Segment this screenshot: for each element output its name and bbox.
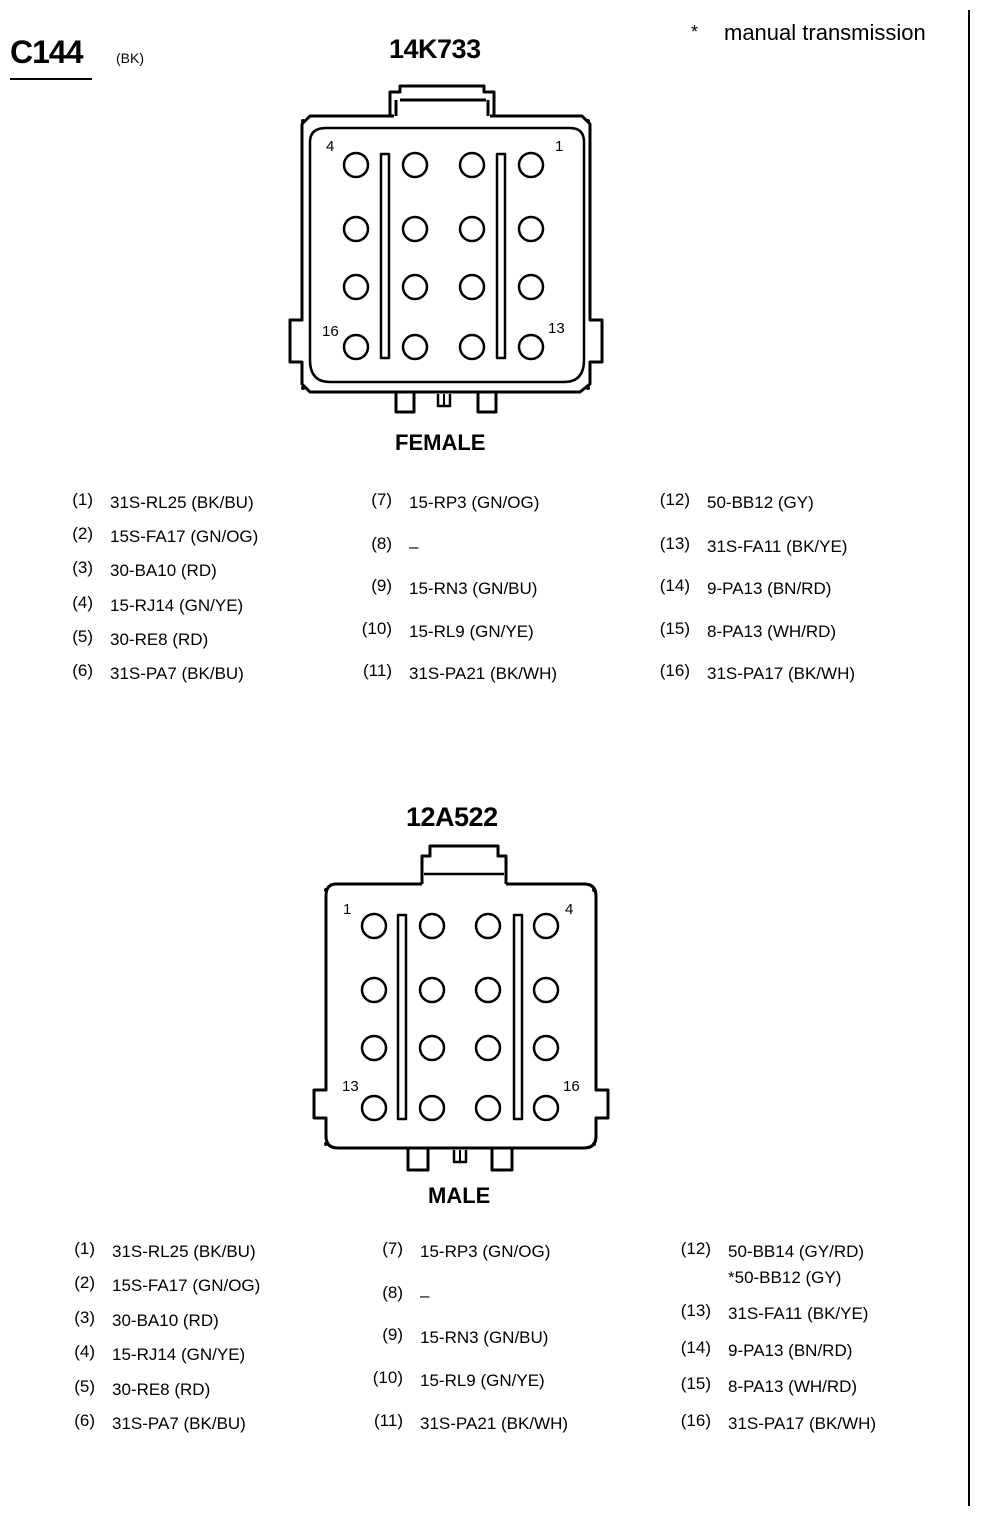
pin-number: (8) — [382, 1283, 403, 1302]
pin-number: (7) — [382, 1239, 403, 1258]
pin-number: (10) — [372, 1368, 403, 1387]
pin-circuit: – — [409, 537, 419, 556]
pin-circuit: 30-BA10 (RD) — [112, 1311, 219, 1330]
pin-circuit: 50-BB12 (GY) — [707, 493, 814, 512]
pin-number: (2) — [74, 1273, 95, 1292]
pin-circuit: 31S-PA7 (BK/BU) — [112, 1414, 246, 1433]
pin-number: (6) — [74, 1411, 95, 1430]
pin-number: (9) — [382, 1325, 403, 1344]
pin-number: (15) — [680, 1374, 711, 1393]
pin-number: (6) — [72, 661, 93, 680]
pin-number: (8) — [371, 534, 392, 553]
pin-circuit: – — [420, 1286, 430, 1305]
pin-circuit: 31S-PA17 (BK/WH) — [728, 1414, 877, 1433]
pin-circuit: 30-BA10 (RD) — [110, 561, 217, 580]
male-cavity-label-top-right: 4 — [565, 901, 573, 918]
male-connector-face: 1 4 13 16 — [312, 844, 610, 1172]
pin-circuit: 15-RJ14 (GN/YE) — [112, 1345, 246, 1364]
male-cavity-label-bottom-left: 13 — [342, 1078, 359, 1095]
female-cavity-label-bottom-right: 13 — [548, 320, 565, 337]
pin-circuit: 15-RJ14 (GN/YE) — [110, 596, 244, 615]
pin-number: (1) — [74, 1239, 95, 1258]
connector-color: (BK) — [116, 50, 144, 66]
pin-number: (9) — [371, 576, 392, 595]
page-border-line — [968, 10, 970, 1506]
pin-number: (4) — [72, 593, 93, 612]
connector-id-underline — [10, 78, 92, 80]
pin-number: (4) — [74, 1342, 95, 1361]
pin-circuit: 15-RL9 (GN/YE) — [420, 1371, 545, 1390]
pin-circuit: 30-RE8 (RD) — [112, 1380, 211, 1399]
pin-number: (2) — [72, 524, 93, 543]
male-part-number: 12A522 — [406, 802, 498, 832]
pin-circuit: 15-RN3 (GN/BU) — [409, 579, 538, 598]
pin-circuit: 31S-RL25 (BK/BU) — [112, 1242, 256, 1261]
pin-circuit: 8-PA13 (WH/RD) — [707, 622, 837, 641]
connector-id: C144 — [10, 34, 83, 70]
pin-number: (13) — [659, 534, 690, 553]
pin-circuit: 15-RP3 (GN/OG) — [409, 493, 540, 512]
female-cavity-label-bottom-left: 16 — [322, 323, 339, 340]
pin-number: (10) — [361, 619, 392, 638]
female-cavity-label-top-right: 1 — [555, 138, 563, 155]
pin-circuit: 9-PA13 (BN/RD) — [707, 579, 832, 598]
pin-number: (14) — [680, 1338, 711, 1357]
female-cavity-label-top-left: 4 — [326, 138, 334, 155]
pin-circuit: 8-PA13 (WH/RD) — [728, 1377, 858, 1396]
pin-circuit: 31S-PA17 (BK/WH) — [707, 664, 856, 683]
pin-number: (11) — [374, 1411, 403, 1430]
pin-number: (13) — [680, 1301, 711, 1320]
pin-circuit: 31S-PA21 (BK/WH) — [420, 1414, 569, 1433]
pin-circuit-alt: *50-BB12 (GY) — [728, 1268, 842, 1287]
pin-number: (16) — [680, 1411, 711, 1430]
pin-number: (12) — [659, 490, 690, 509]
pin-circuit: 50-BB14 (GY/RD)*50-BB12 (GY) — [728, 1242, 865, 1287]
pin-number: (3) — [72, 558, 93, 577]
pin-circuit: 15-RP3 (GN/OG) — [420, 1242, 551, 1261]
female-connector-face: 4 1 16 13 — [288, 84, 604, 414]
pin-circuit: 15S-FA17 (GN/OG) — [110, 527, 259, 546]
pin-circuit: 15-RL9 (GN/YE) — [409, 622, 534, 641]
pin-circuit: 15S-FA17 (GN/OG) — [112, 1276, 261, 1295]
pin-circuit: 31S-FA11 (BK/YE) — [707, 537, 848, 556]
male-label: MALE — [428, 1183, 491, 1208]
pin-circuit: 30-RE8 (RD) — [110, 630, 209, 649]
pin-number: (7) — [371, 490, 392, 509]
pin-circuit: 31S-FA11 (BK/YE) — [728, 1304, 869, 1323]
pin-circuit: 31S-PA7 (BK/BU) — [110, 664, 244, 683]
female-part-number: 14K733 — [389, 34, 481, 64]
pin-number: (14) — [659, 576, 690, 595]
pin-number: (5) — [74, 1377, 95, 1396]
pin-circuit: 9-PA13 (BN/RD) — [728, 1341, 853, 1360]
male-cavity-label-bottom-right: 16 — [563, 1078, 580, 1095]
female-label: FEMALE — [395, 430, 486, 455]
note-text: manual transmission — [724, 20, 926, 45]
pin-number: (15) — [659, 619, 690, 638]
pin-number: (11) — [363, 661, 392, 680]
pin-number: (1) — [72, 490, 93, 509]
pin-circuit: 31S-RL25 (BK/BU) — [110, 493, 254, 512]
pin-number: (16) — [659, 661, 690, 680]
pin-number: (3) — [74, 1308, 95, 1327]
pin-circuit: 15-RN3 (GN/BU) — [420, 1328, 549, 1347]
note-symbol: * — [691, 22, 699, 42]
pin-circuit: 31S-PA21 (BK/WH) — [409, 664, 558, 683]
pin-number: (5) — [72, 627, 93, 646]
pin-number: (12) — [680, 1239, 711, 1258]
male-cavity-label-top-left: 1 — [343, 901, 351, 918]
